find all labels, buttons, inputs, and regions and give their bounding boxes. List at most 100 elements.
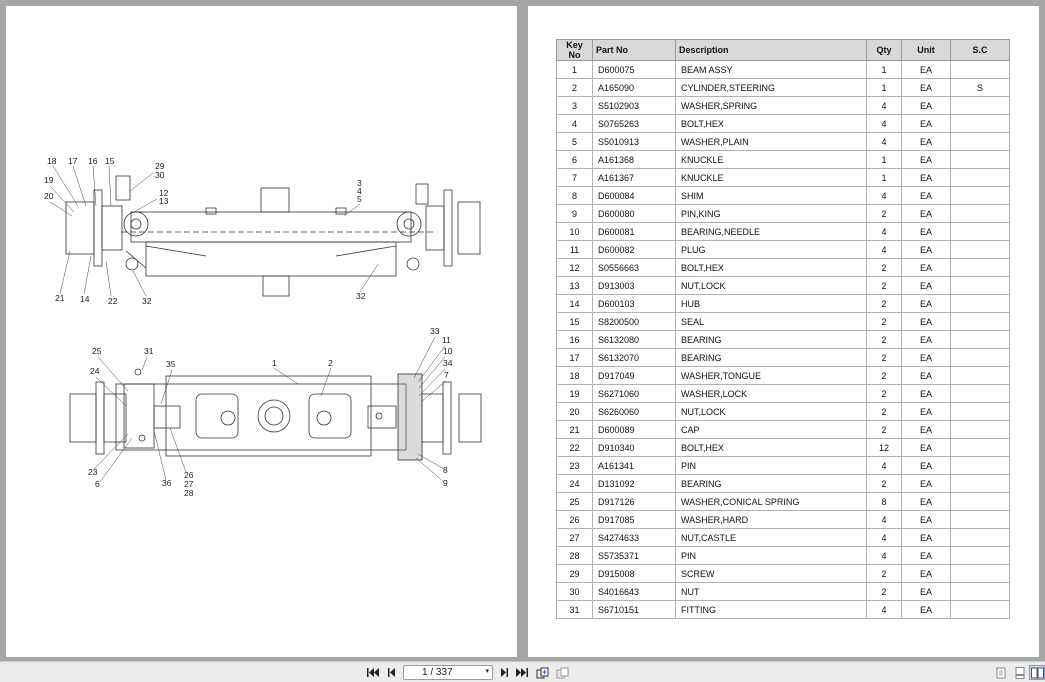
- continuous-page-view-button[interactable]: [1012, 665, 1027, 680]
- cell-part-no: A161368: [592, 150, 676, 169]
- cell-key-no: 26: [556, 510, 593, 529]
- cell-sc: [950, 510, 1010, 529]
- insert-page-button[interactable]: [535, 665, 550, 680]
- cell-description: BEARING: [675, 330, 867, 349]
- cell-key-no: 4: [556, 114, 593, 133]
- cell-qty: 2: [866, 276, 902, 295]
- cell-part-no: A161367: [592, 168, 676, 187]
- cell-key-no: 31: [556, 600, 593, 619]
- cell-part-no: S6260060: [592, 402, 676, 421]
- cell-part-no: S4016643: [592, 582, 676, 601]
- cell-unit: EA: [901, 186, 951, 205]
- cell-description: CAP: [675, 420, 867, 439]
- cell-sc: [950, 348, 1010, 367]
- cell-description: KNUCKLE: [675, 150, 867, 169]
- cell-unit: EA: [901, 132, 951, 151]
- cell-key-no: 7: [556, 168, 593, 187]
- cell-sc: [950, 240, 1010, 259]
- cell-sc: [950, 492, 1010, 511]
- table-header-row: Key No Part No Description Qty Unit S.C: [556, 39, 1010, 61]
- callout-20: 20: [44, 191, 54, 201]
- cell-qty: 1: [866, 150, 902, 169]
- callout-11: 11: [442, 335, 451, 345]
- prev-page-button[interactable]: [384, 665, 399, 680]
- cell-description: SHIM: [675, 186, 867, 205]
- next-page-button[interactable]: [496, 665, 511, 680]
- cell-qty: 1: [866, 78, 902, 97]
- single-page-icon: [996, 667, 1005, 678]
- cell-qty: 4: [866, 240, 902, 259]
- cell-qty: 2: [866, 384, 902, 403]
- cell-qty: 4: [866, 528, 902, 547]
- cell-description: WASHER,LOCK: [675, 384, 867, 403]
- cell-unit: EA: [901, 546, 951, 565]
- cell-sc: [950, 132, 1010, 151]
- last-page-icon: [516, 668, 528, 677]
- cell-qty: 2: [866, 582, 902, 601]
- cell-part-no: A165090: [592, 78, 676, 97]
- two-page-view-button[interactable]: [1029, 665, 1045, 680]
- cell-part-no: S5102903: [592, 96, 676, 115]
- cell-qty: 4: [866, 546, 902, 565]
- cell-sc: [950, 312, 1010, 331]
- cell-part-no: S6132070: [592, 348, 676, 367]
- cell-sc: [950, 564, 1010, 583]
- cell-qty: 1: [866, 60, 902, 79]
- cell-qty: 4: [866, 510, 902, 529]
- cell-key-no: 20: [556, 402, 593, 421]
- cell-description: WASHER,HARD: [675, 510, 867, 529]
- cell-key-no: 24: [556, 474, 593, 493]
- cell-description: BOLT,HEX: [675, 114, 867, 133]
- callout-2: 2: [328, 358, 333, 368]
- header-unit: Unit: [901, 39, 951, 61]
- cell-sc: [950, 546, 1010, 565]
- cell-qty: 2: [866, 312, 902, 331]
- cell-description: KNUCKLE: [675, 168, 867, 187]
- page-number-input[interactable]: 1 / 337 ▾: [403, 665, 493, 680]
- cell-sc: [950, 186, 1010, 205]
- cell-description: CYLINDER,STEERING: [675, 78, 867, 97]
- leader-lines: [49, 165, 447, 483]
- cell-sc: [950, 528, 1010, 547]
- chevron-down-icon[interactable]: ▾: [485, 668, 489, 675]
- callout-17: 17: [68, 156, 78, 166]
- cell-sc: [950, 276, 1010, 295]
- cell-part-no: S8200500: [592, 312, 676, 331]
- callout-27: 27: [184, 479, 194, 489]
- cell-unit: EA: [901, 330, 951, 349]
- cell-unit: EA: [901, 150, 951, 169]
- callout-34: 34: [443, 358, 453, 368]
- cell-description: NUT,CASTLE: [675, 528, 867, 547]
- cell-unit: EA: [901, 438, 951, 457]
- total-pages: 337: [435, 667, 453, 678]
- cell-part-no: S6271060: [592, 384, 676, 403]
- cell-description: BOLT,HEX: [675, 258, 867, 277]
- cell-key-no: 18: [556, 366, 593, 385]
- callout-22: 22: [108, 296, 118, 306]
- single-page-view-button[interactable]: [993, 665, 1008, 680]
- diagram-page: 18 17 16 15 29 30 19 12 13 20 3 4 5 21 1…: [6, 6, 517, 657]
- cell-key-no: 6: [556, 150, 593, 169]
- header-sc: S.C: [950, 39, 1010, 61]
- copy-page-button[interactable]: [555, 665, 570, 680]
- diagram-callouts: 18 17 16 15 29 30 19 12 13 20 3 4 5 21 1…: [44, 156, 453, 498]
- cell-unit: EA: [901, 96, 951, 115]
- cell-sc: [950, 204, 1010, 223]
- cell-unit: EA: [901, 402, 951, 421]
- callout-19: 19: [44, 175, 54, 185]
- callout-30: 30: [155, 170, 165, 180]
- first-page-button[interactable]: [366, 665, 381, 680]
- cell-key-no: 13: [556, 276, 593, 295]
- cell-sc: [950, 420, 1010, 439]
- last-page-button[interactable]: [514, 665, 529, 680]
- cell-key-no: 3: [556, 96, 593, 115]
